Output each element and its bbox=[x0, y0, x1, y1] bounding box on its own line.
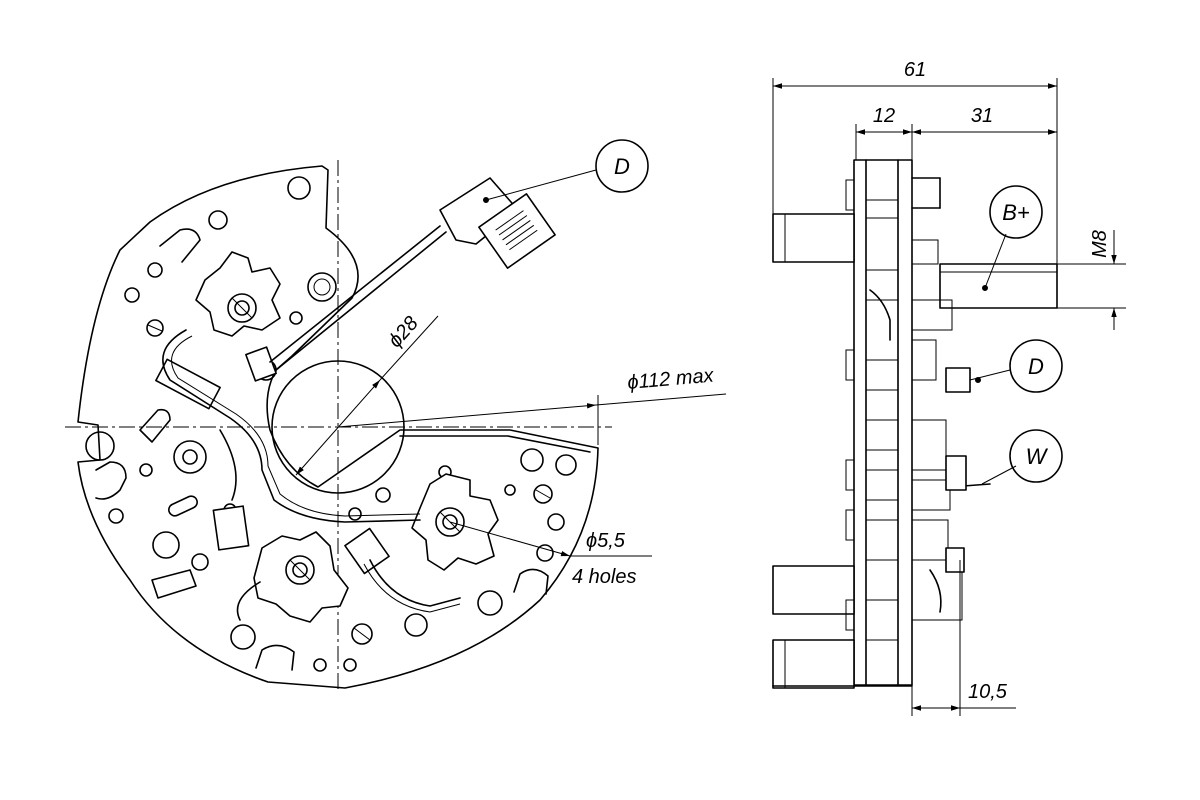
callout-b-plus: B+ bbox=[984, 185, 1043, 289]
segment-edge bbox=[399, 435, 591, 453]
dim-bottom-offset-label: 10,5 bbox=[968, 681, 1008, 703]
dim-hole-count-label: 4 holes bbox=[572, 566, 637, 588]
dim-thread: M8 bbox=[1057, 230, 1126, 330]
dim-hole-diameter-label: ϕ5,5 bbox=[586, 530, 626, 552]
callout-w-label: W bbox=[1026, 444, 1049, 469]
callout-d-front: D bbox=[485, 139, 649, 201]
callout-d-side-label: D bbox=[1028, 354, 1044, 379]
dim-right-part: 31 bbox=[912, 105, 1057, 135]
plate-outline bbox=[77, 165, 599, 689]
dim-right-part-label: 31 bbox=[971, 105, 993, 127]
side-view: 61 12 31 bbox=[772, 59, 1126, 716]
callout-d-front-label: D bbox=[614, 154, 630, 179]
dim-bottom-offset: 10,5 bbox=[911, 560, 1016, 716]
callout-d-side: D bbox=[969, 339, 1063, 393]
slots bbox=[95, 228, 549, 671]
callout-w: W bbox=[981, 429, 1063, 485]
screws bbox=[146, 319, 553, 645]
wire-traces bbox=[162, 329, 461, 621]
diode-upper-left bbox=[195, 251, 281, 337]
dim-thread-label: M8 bbox=[1089, 230, 1111, 258]
dim-inner-diameter-label: ϕ28 bbox=[384, 312, 423, 352]
rect-components bbox=[155, 346, 390, 575]
front-view: D ϕ112 max ϕ28 ϕ5,5 4 holes bbox=[65, 139, 727, 690]
side-internal bbox=[845, 179, 991, 641]
terminal-arm bbox=[269, 177, 556, 371]
dim-hole-diameter: ϕ5,5 4 holes bbox=[449, 521, 652, 588]
dim-left-part-label: 12 bbox=[873, 105, 895, 127]
dim-left-part: 12 bbox=[855, 105, 913, 170]
left-stubs bbox=[772, 213, 913, 689]
b-plus-bolt bbox=[939, 263, 1058, 309]
dim-outer-diameter-label: ϕ112 max bbox=[627, 364, 716, 394]
callout-b-plus-label: B+ bbox=[1002, 200, 1030, 225]
dim-overall-width-label: 61 bbox=[904, 59, 926, 81]
side-plates bbox=[853, 159, 941, 686]
diode-bottom bbox=[253, 531, 349, 623]
central-bore bbox=[271, 360, 405, 494]
diode-right bbox=[411, 473, 499, 571]
